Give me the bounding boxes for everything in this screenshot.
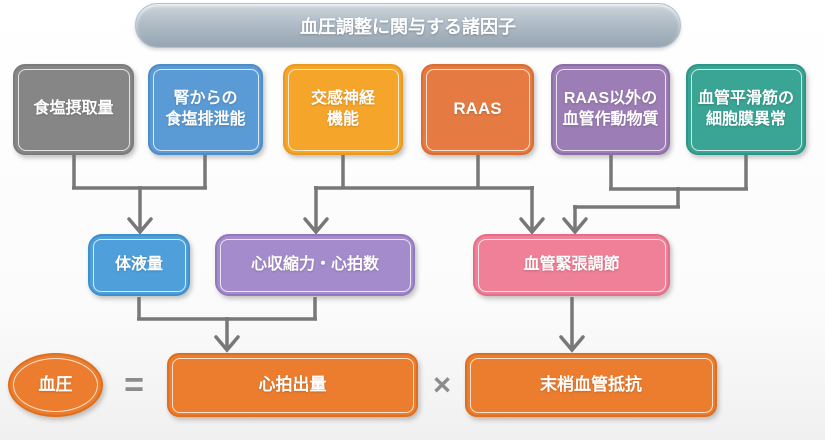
intermediate-contractility-heart-rate: 心収縮力・心拍数 bbox=[215, 234, 415, 296]
factor-renal-salt-excretion-label: 腎からの 食塩排泄能 bbox=[165, 89, 246, 128]
factor-sympathetic-function-label: 交感神経 機能 bbox=[310, 89, 375, 128]
intermediate-body-fluid-volume: 体液量 bbox=[88, 234, 190, 296]
intermediate-body-fluid-volume-label: 体液量 bbox=[114, 255, 163, 273]
factor-salt-intake-label: 食塩摂取量 bbox=[33, 100, 114, 118]
factor-vsm-membrane-abnormality: 血管平滑筋の 細胞膜異常 bbox=[686, 64, 806, 155]
factor-sympathetic-function: 交感神経 機能 bbox=[283, 64, 403, 155]
factor-raas: RAAS bbox=[421, 64, 534, 155]
result-blood-pressure-label: 血圧 bbox=[38, 374, 73, 394]
result-cardiac-output-label: 心拍出量 bbox=[258, 374, 327, 394]
intermediate-contractility-heart-rate-label: 心収縮力・心拍数 bbox=[250, 255, 379, 273]
diagram-title-text: 血圧調整に関与する諸因子 bbox=[300, 16, 516, 37]
multiplication-sign: × bbox=[432, 367, 452, 402]
factor-salt-intake: 食塩摂取量 bbox=[13, 64, 134, 155]
result-cardiac-output: 心拍出量 bbox=[167, 353, 418, 417]
result-peripheral-vascular-resistance-label: 末梢血管抵抗 bbox=[540, 374, 642, 394]
factor-raas-label: RAAS bbox=[453, 99, 502, 119]
factor-renal-salt-excretion: 腎からの 食塩排泄能 bbox=[148, 64, 263, 155]
diagram-title: 血圧調整に関与する諸因子 bbox=[135, 3, 681, 48]
equals-sign: = bbox=[124, 365, 144, 404]
factor-non-raas-vasoactive-label: RAAS以外の 血管作動物質 bbox=[562, 89, 659, 128]
result-blood-pressure-ellipse: 血圧 bbox=[8, 353, 103, 417]
factor-vsm-membrane-abnormality-label: 血管平滑筋の 細胞膜異常 bbox=[697, 89, 794, 128]
result-peripheral-vascular-resistance: 末梢血管抵抗 bbox=[465, 353, 717, 417]
intermediate-vascular-tone-regulation: 血管緊張調節 bbox=[473, 234, 670, 296]
factor-non-raas-vasoactive: RAAS以外の 血管作動物質 bbox=[551, 64, 670, 155]
intermediate-vascular-tone-regulation-label: 血管緊張調節 bbox=[523, 255, 620, 273]
